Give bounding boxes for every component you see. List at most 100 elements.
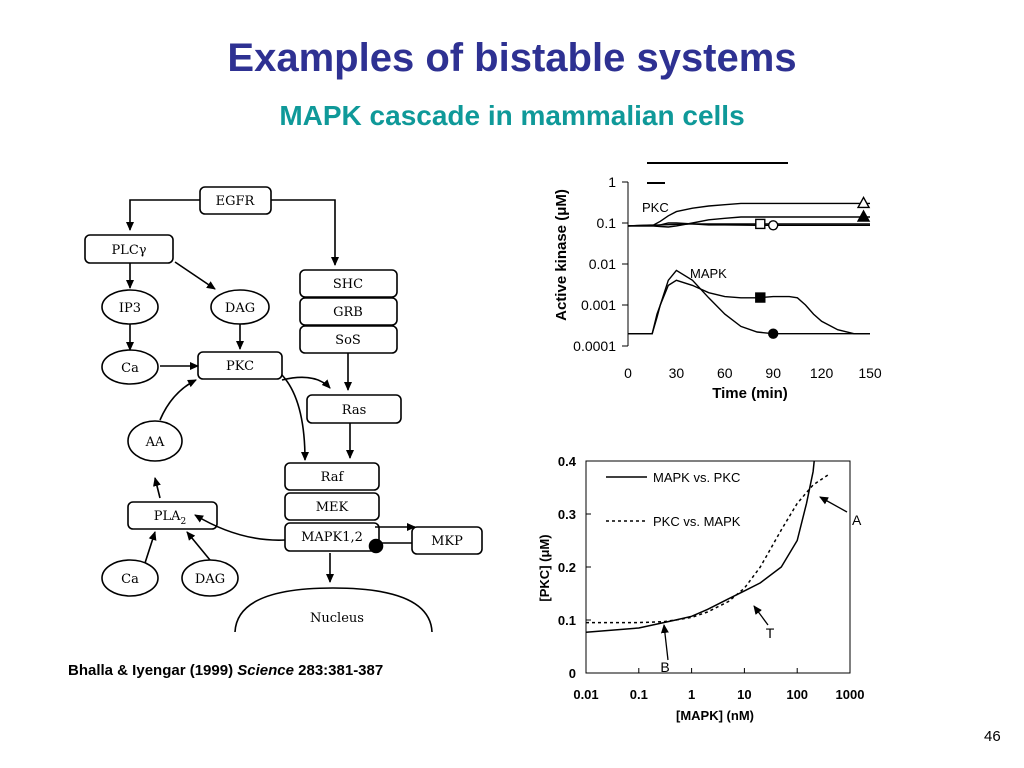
- chart1-x-tick-label: 30: [669, 365, 685, 381]
- edge-ca2-pla2: [144, 531, 157, 564]
- chart1-series-marker-3: [768, 220, 779, 231]
- edge-aa-pkc: [159, 379, 197, 421]
- chart1-series-line-4: [628, 279, 870, 335]
- node-ca: [101, 349, 159, 385]
- node-plcg: [84, 234, 174, 264]
- node-pla2: [127, 501, 218, 530]
- chart1-y-ticks: 1 0.1 0.01 0.001 0.0001: [573, 174, 628, 354]
- edge-plcg-dag: [174, 261, 216, 290]
- node-nucleus: [234, 587, 433, 633]
- chart1-series-line-0: [627, 202, 870, 227]
- chart1-y-label: Active kinase (μM): [553, 189, 570, 321]
- label-pkc: PKC: [226, 359, 254, 374]
- node-dag2: [181, 559, 239, 597]
- chart2-series-line-0: [585, 460, 815, 633]
- edge-egfr-plcg: [126, 199, 200, 231]
- citation-journal: Science: [237, 662, 294, 679]
- arrow-t: [753, 605, 769, 626]
- chart1-series-marker-5: [768, 328, 779, 339]
- label-nucleus: Nucleus: [310, 611, 364, 626]
- chart2-annotation-b: B: [660, 659, 669, 675]
- label-grb: GRB: [333, 305, 363, 320]
- chart1-x-tick-label: 90: [765, 365, 781, 381]
- label-dag: DAG: [225, 301, 255, 316]
- label-sos: SoS: [335, 333, 361, 348]
- chart2-series-line-1: [586, 473, 830, 624]
- chart1-annotation-mapk: MAPK: [690, 266, 727, 281]
- chart1-y-tick-label: 1: [608, 174, 616, 190]
- node-mapk: [284, 522, 380, 552]
- chart1-y-tick-label: 0.001: [581, 297, 616, 313]
- chart2-x-tick-label: 1: [688, 687, 695, 702]
- chart1-series-marker-4: [755, 292, 766, 303]
- slide-subtitle: MAPK cascade in mammalian cells: [279, 100, 745, 131]
- chart1-series-line-1: [628, 216, 870, 228]
- node-egfr: [199, 186, 272, 215]
- citation-ref: 283:381-387: [298, 662, 384, 679]
- chart2-y-tick-label: 0.1: [558, 613, 576, 628]
- label-raf: Raf: [321, 470, 345, 485]
- node-pkc: [197, 351, 283, 380]
- chart1-series: [627, 195, 871, 339]
- chart1-x-tick-label: 150: [858, 365, 882, 381]
- pathway-diagram: [84, 186, 483, 633]
- chart2-x-label: [MAPK] (nM): [676, 708, 754, 723]
- node-aa: [127, 420, 183, 462]
- chart1-series-marker-1: [856, 209, 871, 222]
- edge-pkc-raf: [281, 374, 309, 461]
- slide-title: Examples of bistable systems: [227, 36, 797, 80]
- label-dag2: DAG: [195, 572, 225, 587]
- pathway-labels: EGFR PLCγ IP3 DAG Ca PKC SHC GRB SoS Ras…: [111, 194, 463, 626]
- chart1-y-tick-label: 0.01: [589, 256, 616, 272]
- chart1-x-tick-label: 60: [717, 365, 733, 381]
- label-shc: SHC: [333, 277, 363, 292]
- citation-authors: Bhalla & Iyengar (1999): [68, 662, 234, 679]
- chart2-annotation-a: A: [852, 512, 862, 528]
- edge-egfr-shc: [271, 199, 339, 266]
- chart1-series-line-2: [627, 223, 870, 227]
- label-ras: Ras: [342, 403, 367, 418]
- arrow-b: [660, 624, 669, 661]
- chart1-series-marker-2: [755, 218, 766, 230]
- legend-label-pkc-vs-mapk: PKC vs. MAPK: [653, 514, 741, 529]
- node-grb: [299, 297, 398, 326]
- node-ca2: [101, 559, 159, 597]
- chart2-y-tick-label: 0.4: [558, 454, 577, 469]
- chart2-x-tick-label: 1000: [836, 687, 865, 702]
- chart2-annotation-t: T: [766, 625, 775, 641]
- arrow-a: [819, 496, 848, 513]
- label-mek: MEK: [316, 500, 349, 515]
- node-mkp: [411, 526, 483, 555]
- chart1-series-line-3: [628, 222, 870, 227]
- node-sos: [299, 325, 398, 354]
- edge-pkc-ras: [281, 376, 331, 389]
- chart1-annotation-pkc: PKC: [642, 200, 669, 215]
- chart1-x-label: Time (min): [712, 385, 788, 402]
- label-ca: Ca: [121, 361, 139, 376]
- label-pla2-sub: 2: [181, 517, 187, 527]
- chart2-frame: [585, 460, 851, 674]
- chart1-y-tick-label: 0.0001: [573, 338, 616, 354]
- node-raf: [284, 462, 380, 491]
- page-number: 46: [984, 728, 1001, 745]
- chart1-y-tick-label: 0.1: [597, 215, 617, 231]
- chart2-x-tick-label: 0.01: [573, 687, 598, 702]
- legend-label-mapk-vs-pkc: MAPK vs. PKC: [653, 470, 740, 485]
- label-ca2: Ca: [121, 572, 139, 587]
- label-plcg: PLCγ: [111, 243, 146, 258]
- chart2-y-tick-label: 0.2: [558, 560, 576, 575]
- node-shc: [299, 269, 398, 298]
- edge-dag2-pla2: [186, 531, 211, 561]
- chart2-x-tick-label: 0.1: [630, 687, 648, 702]
- chart1-x-tick-label: 120: [810, 365, 834, 381]
- chart1-series-line-5: [628, 269, 870, 335]
- chart2-x-tick-label: 100: [786, 687, 808, 702]
- citation: Bhalla & Iyengar (1999) Science 283:381-…: [68, 662, 383, 679]
- label-pla2: PLA2: [154, 509, 187, 527]
- label-mkp: MKP: [431, 534, 463, 549]
